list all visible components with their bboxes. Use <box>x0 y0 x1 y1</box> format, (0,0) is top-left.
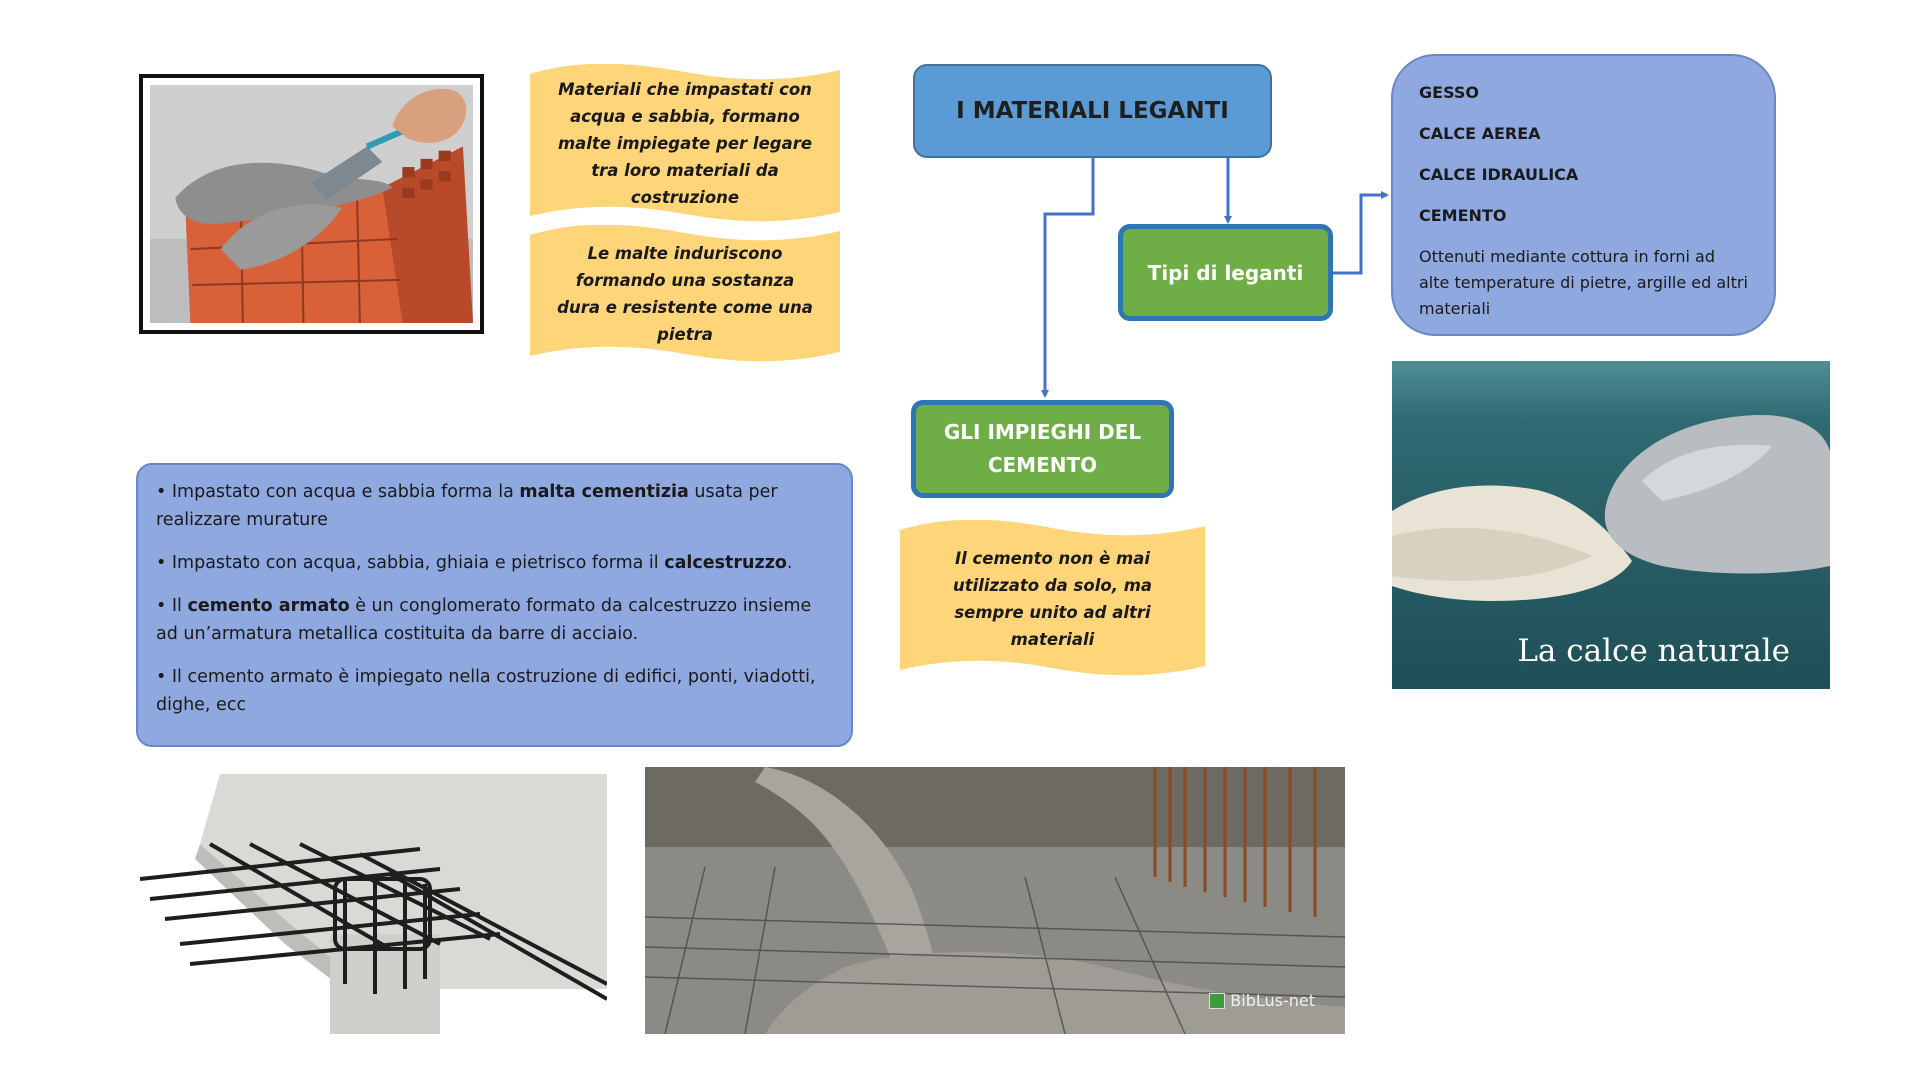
binder-type-item: GESSO <box>1419 78 1748 119</box>
natural-lime-photo: La calce naturale <box>1392 361 1830 689</box>
cement-uses-list: • Impastato con acqua e sabbia forma la … <box>136 463 853 747</box>
definition-text: Materiali che impastati con acqua e sabb… <box>530 64 840 222</box>
biblus-logo-icon <box>1209 993 1225 1009</box>
cement-use-item: • Il cemento armato è impiegato nella co… <box>156 663 831 719</box>
cement-uses-label: GLI IMPIEGHI DEL CEMENTO <box>936 416 1149 482</box>
title-box: I MATERIALI LEGANTI <box>913 64 1272 158</box>
binder-types-label: Tipi di leganti <box>1148 261 1304 285</box>
connector-tipi-to-list <box>1333 195 1387 273</box>
binder-types-node: Tipi di leganti <box>1118 224 1333 321</box>
cement-use-item: • Il cemento armato è un conglomerato fo… <box>156 592 831 648</box>
page-title: I MATERIALI LEGANTI <box>956 98 1229 124</box>
binder-type-item: CEMENTO <box>1419 201 1748 242</box>
cement-use-item: • Impastato con acqua e sabbia forma la … <box>156 478 831 534</box>
photo-watermark: BibLus-net <box>1209 991 1315 1010</box>
lime-caption: La calce naturale <box>1517 633 1790 669</box>
brick-trowel-photo <box>139 74 484 334</box>
binder-type-item: CALCE IDRAULICA <box>1419 160 1748 201</box>
hardening-text: Le malte induriscono formando una sostan… <box>530 225 840 362</box>
binder-types-description: Ottenuti mediante cottura in forni ad al… <box>1419 244 1748 322</box>
cement-uses-node: GLI IMPIEGHI DEL CEMENTO <box>911 400 1174 498</box>
hardening-note: Le malte induriscono formando una sostan… <box>530 225 840 362</box>
cement-note-text: Il cemento non è mai utilizzato da solo,… <box>900 520 1205 678</box>
binder-type-item: CALCE AEREA <box>1419 119 1748 160</box>
definition-note: Materiali che impastati con acqua e sabb… <box>530 64 840 222</box>
connector-title-to-impieghi <box>1045 158 1093 396</box>
cement-note: Il cemento non è mai utilizzato da solo,… <box>900 520 1205 678</box>
binder-types-list: GESSO CALCE AEREA CALCE IDRAULICA CEMENT… <box>1391 54 1776 336</box>
concrete-pour-photo: BibLus-net <box>645 767 1345 1034</box>
reinforced-concrete-photo <box>140 774 607 1034</box>
cement-use-item: • Impastato con acqua, sabbia, ghiaia e … <box>156 549 831 577</box>
